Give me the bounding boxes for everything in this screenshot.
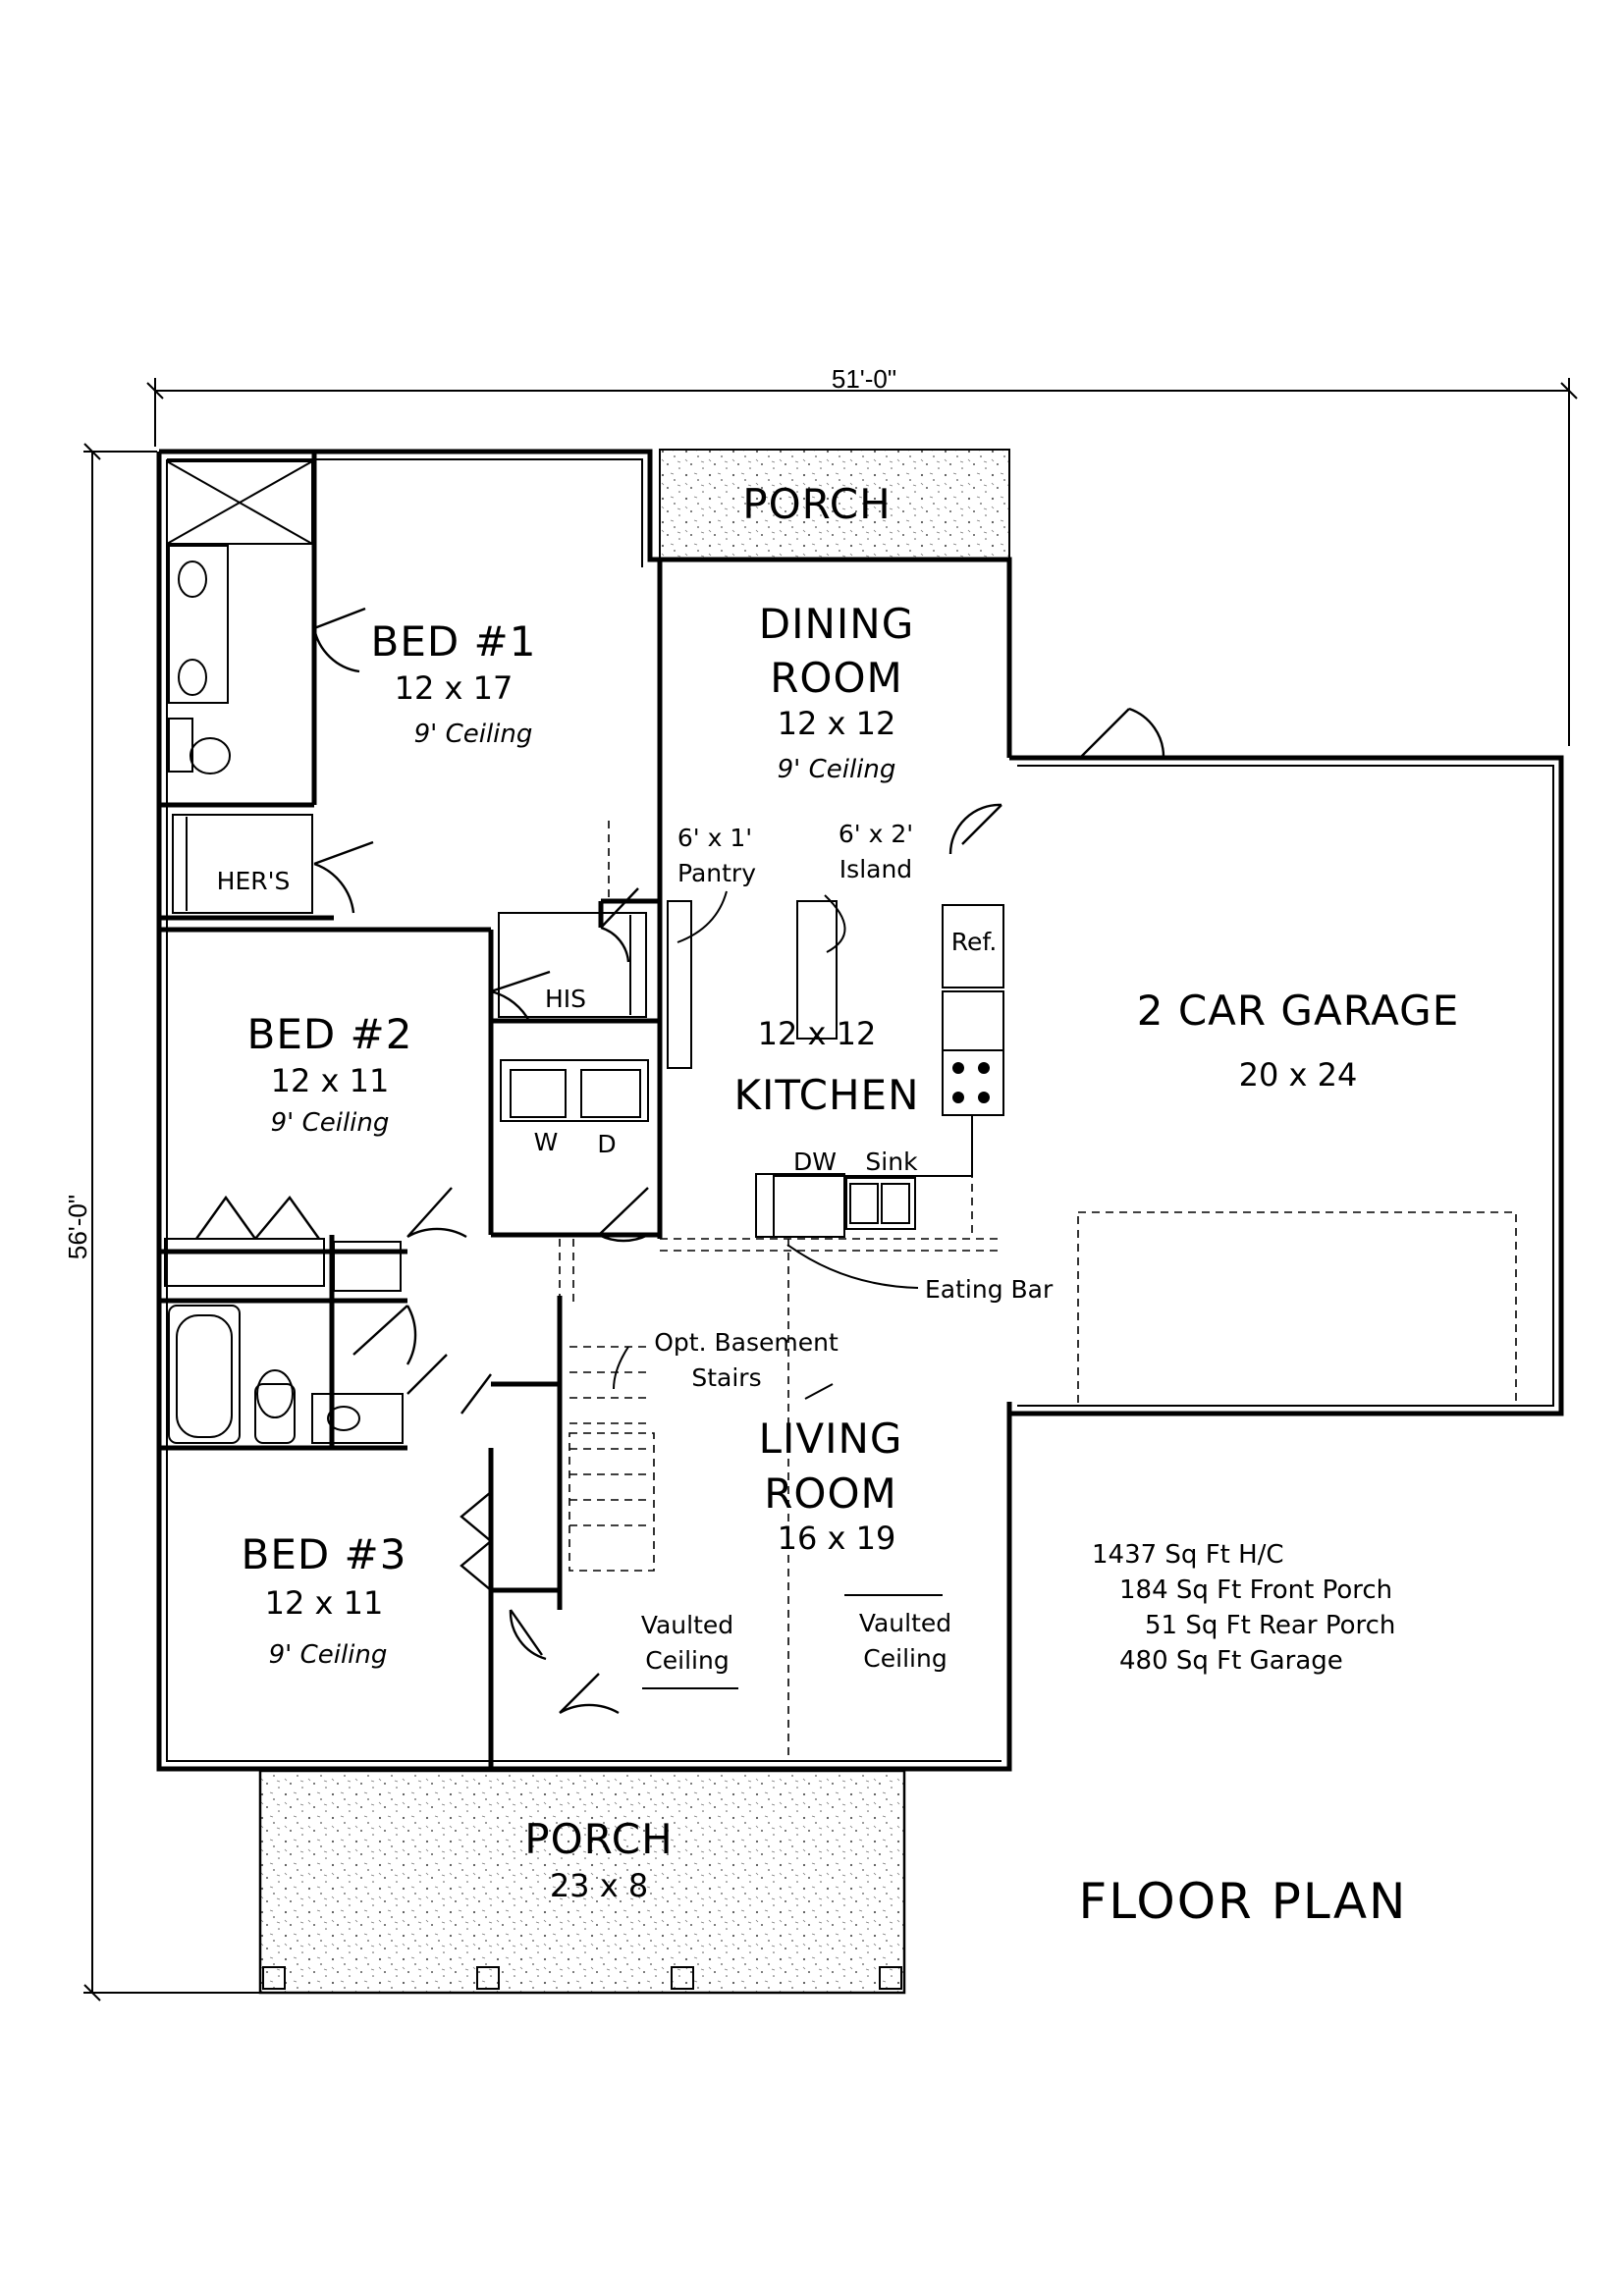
bed3-size: 12 x 11 xyxy=(265,1584,384,1622)
dining-room-size: 12 x 12 xyxy=(778,705,896,742)
refrigerator-label: Ref. xyxy=(951,928,998,956)
area-rear-porch: 51 Sq Ft Rear Porch xyxy=(1145,1611,1395,1640)
overall-width-label: 51'-0" xyxy=(832,364,896,394)
bed2-size: 12 x 11 xyxy=(271,1062,390,1099)
island-label: Island xyxy=(839,855,912,883)
hall-bath-fixtures xyxy=(168,1305,404,1444)
living-room-size: 16 x 19 xyxy=(778,1520,896,1557)
hers-closet-label: HER'S xyxy=(217,867,291,895)
dishwasher-label: DW xyxy=(793,1148,837,1176)
basement-stair-treads xyxy=(568,1346,655,1572)
pantry-size: 6' x 1' xyxy=(677,824,752,852)
rear-porch-area xyxy=(659,449,1010,561)
area-garage: 480 Sq Ft Garage xyxy=(1119,1646,1343,1676)
kitchen-fixtures xyxy=(667,900,1004,1238)
dashed-lines xyxy=(559,821,1517,1761)
overall-depth-label: 56'-0" xyxy=(63,1195,92,1259)
plan-title: FLOOR PLAN xyxy=(1079,1873,1408,1930)
vaulted-ceiling-left-line2: Ceiling xyxy=(645,1646,729,1675)
vaulted-ceiling-right-line2: Ceiling xyxy=(863,1644,947,1673)
exterior-walls xyxy=(156,449,1564,1772)
basement-stairs-label-line2: Stairs xyxy=(691,1363,761,1392)
pantry-label: Pantry xyxy=(677,859,756,887)
his-closet-label: HIS xyxy=(545,985,586,1013)
bed1-ceiling: 9' Ceiling xyxy=(414,720,533,749)
master-bath-fixtures xyxy=(166,460,313,774)
bed2-ceiling: 9' Ceiling xyxy=(271,1108,390,1138)
porch-posts xyxy=(262,1966,902,1990)
closets xyxy=(164,814,647,1292)
kitchen-label: KITCHEN xyxy=(734,1071,920,1119)
dining-room-label-line2: ROOM xyxy=(770,654,903,702)
dimension-lines xyxy=(83,378,1578,2002)
garage-label: 2 CAR GARAGE xyxy=(1137,987,1460,1035)
kitchen-size: 12 x 12 xyxy=(758,1015,877,1052)
living-room-label-line2: ROOM xyxy=(764,1469,897,1518)
bed2-label: BED #2 xyxy=(247,1010,413,1058)
washer-label: W xyxy=(534,1128,559,1156)
island-size: 6' x 2' xyxy=(839,820,913,848)
basement-stairs-label-line1: Opt. Basement xyxy=(654,1328,839,1357)
vaulted-ceiling-right-line1: Vaulted xyxy=(859,1609,951,1637)
rear-porch-label: PORCH xyxy=(742,480,891,528)
front-porch-label: PORCH xyxy=(524,1815,673,1863)
front-porch-area xyxy=(258,1769,906,1995)
laundry-appliances xyxy=(500,1059,649,1122)
doors xyxy=(195,607,1165,1715)
bed1-size: 12 x 17 xyxy=(395,669,514,707)
garage-size: 20 x 24 xyxy=(1239,1056,1358,1094)
area-front-porch: 184 Sq Ft Front Porch xyxy=(1119,1575,1392,1605)
area-heated: 1437 Sq Ft H/C xyxy=(1092,1540,1284,1570)
vaulted-ceiling-left-line1: Vaulted xyxy=(641,1611,733,1639)
living-room-label-line1: LIVING xyxy=(759,1415,903,1463)
bed3-label: BED #3 xyxy=(242,1530,407,1578)
leader-arrows xyxy=(613,890,943,1689)
eating-bar-label: Eating Bar xyxy=(925,1275,1054,1304)
bed1-label: BED #1 xyxy=(371,617,537,666)
bed3-ceiling: 9' Ceiling xyxy=(269,1640,388,1670)
area-summary: 1437 Sq Ft H/C 184 Sq Ft Front Porch 51 … xyxy=(1092,1540,1395,1676)
dining-room-label-line1: DINING xyxy=(759,600,915,648)
dining-room-ceiling: 9' Ceiling xyxy=(778,755,896,784)
sink-label: Sink xyxy=(865,1148,918,1176)
dryer-label: D xyxy=(597,1130,616,1158)
front-porch-size: 23 x 8 xyxy=(550,1867,648,1904)
